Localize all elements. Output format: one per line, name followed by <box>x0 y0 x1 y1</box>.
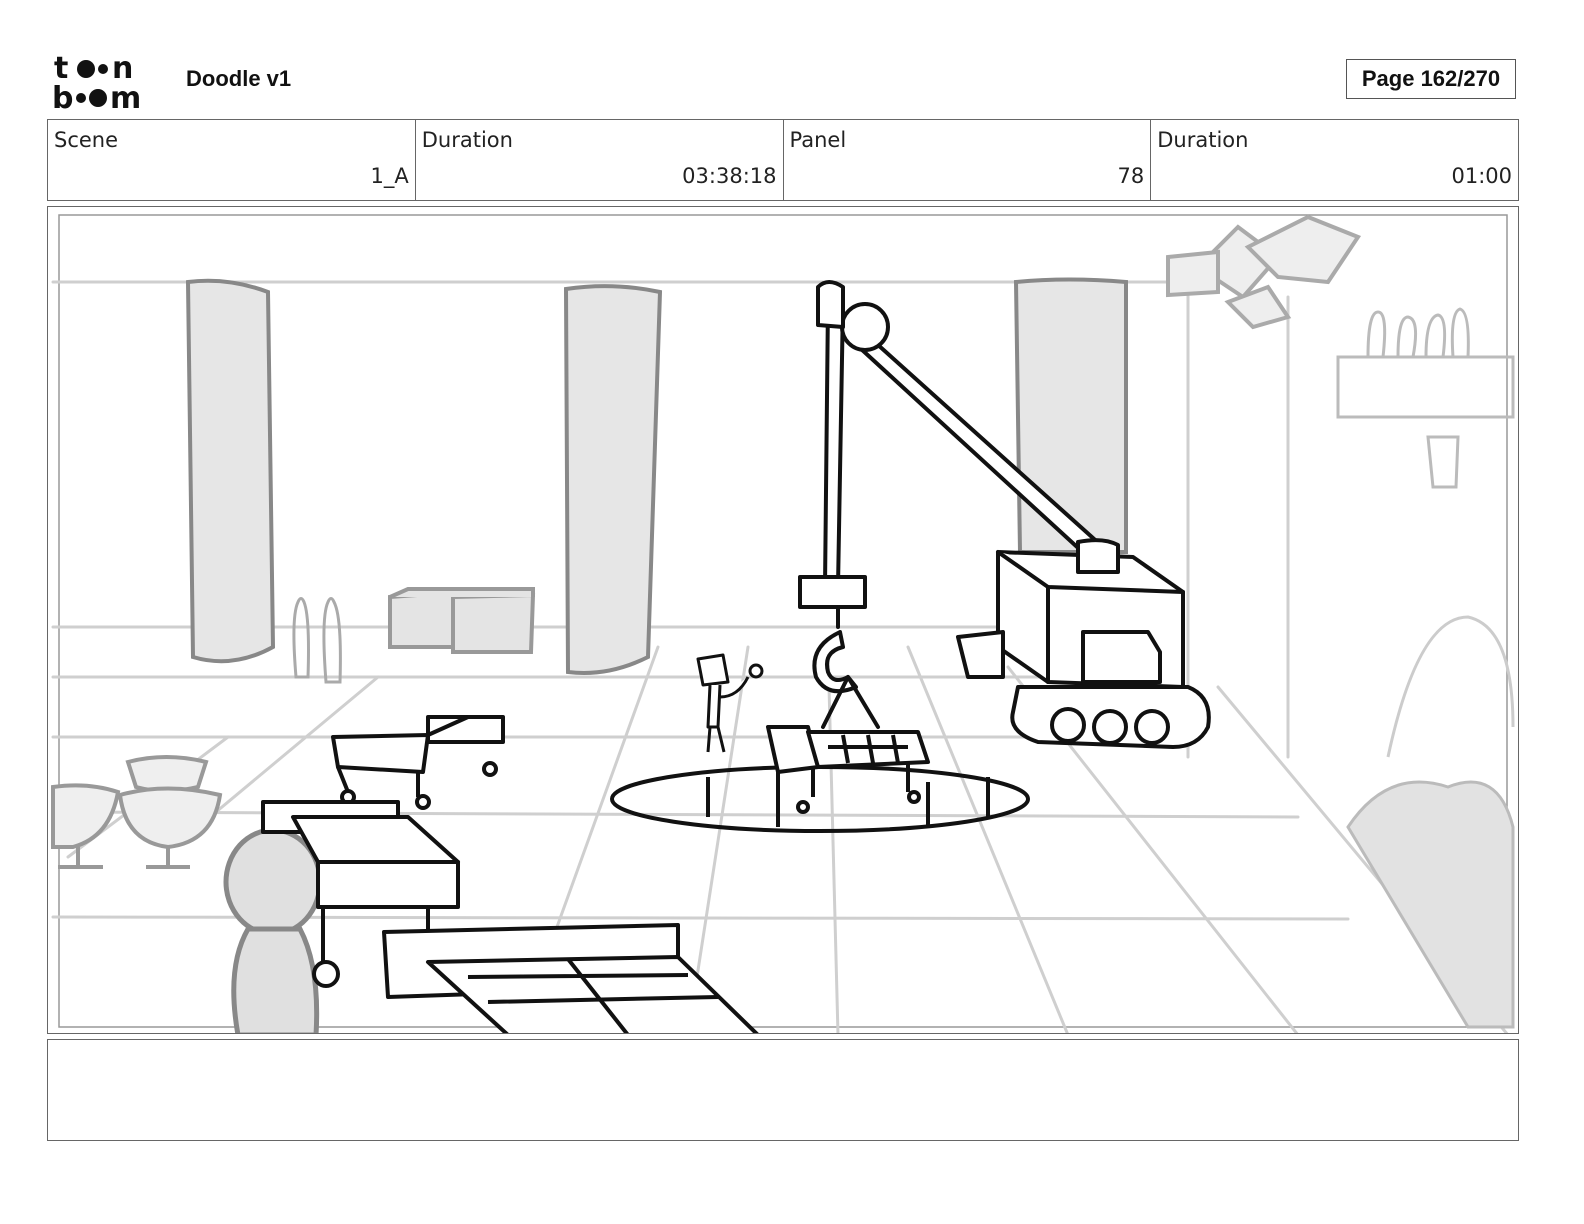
background-pins <box>292 597 342 684</box>
scene-cell: Scene 1_A <box>48 120 416 200</box>
svg-text:t: t <box>54 52 68 86</box>
hanging-platform <box>766 725 930 814</box>
panel-duration-value: 01:00 <box>1451 164 1512 188</box>
svg-text:b: b <box>52 81 73 112</box>
panel-duration-label: Duration <box>1157 128 1249 152</box>
panel-label: Panel <box>789 128 847 152</box>
panel-cell: Panel 78 <box>784 120 1152 200</box>
storyboard-panel <box>47 206 1519 1034</box>
scene-label: Scene <box>54 128 119 152</box>
floor-hole <box>610 765 1030 833</box>
toon-boom-logo: t n b m <box>52 52 141 112</box>
panel-notes-box[interactable] <box>47 1039 1519 1141</box>
scene-info-table: Scene 1_A Duration 03:38:18 Panel 78 Dur… <box>47 119 1519 201</box>
scene-duration-label: Duration <box>421 128 513 152</box>
project-title: Doodle v1 <box>186 66 292 91</box>
stage-lights <box>1166 214 1362 330</box>
panel-sketch <box>51 214 1515 1033</box>
foreground-character <box>223 827 323 1033</box>
audience <box>1346 780 1515 1029</box>
scene-value: 1_A <box>370 164 409 188</box>
director-character <box>696 653 764 753</box>
carts <box>261 715 759 1033</box>
crane <box>798 280 1211 749</box>
page-counter: Page 162/270 <box>1346 59 1516 99</box>
panel-duration-cell: Duration 01:00 <box>1151 120 1518 200</box>
background-crates <box>388 587 536 654</box>
scene-duration-value: 03:38:18 <box>682 164 777 188</box>
balcony <box>1336 307 1515 489</box>
panel-value: 78 <box>1117 164 1145 188</box>
pillars <box>185 277 1128 675</box>
svg-text:m: m <box>110 81 141 112</box>
scene-duration-cell: Duration 03:38:18 <box>416 120 784 200</box>
chairs <box>51 755 223 869</box>
svg-text:n: n <box>112 52 133 86</box>
